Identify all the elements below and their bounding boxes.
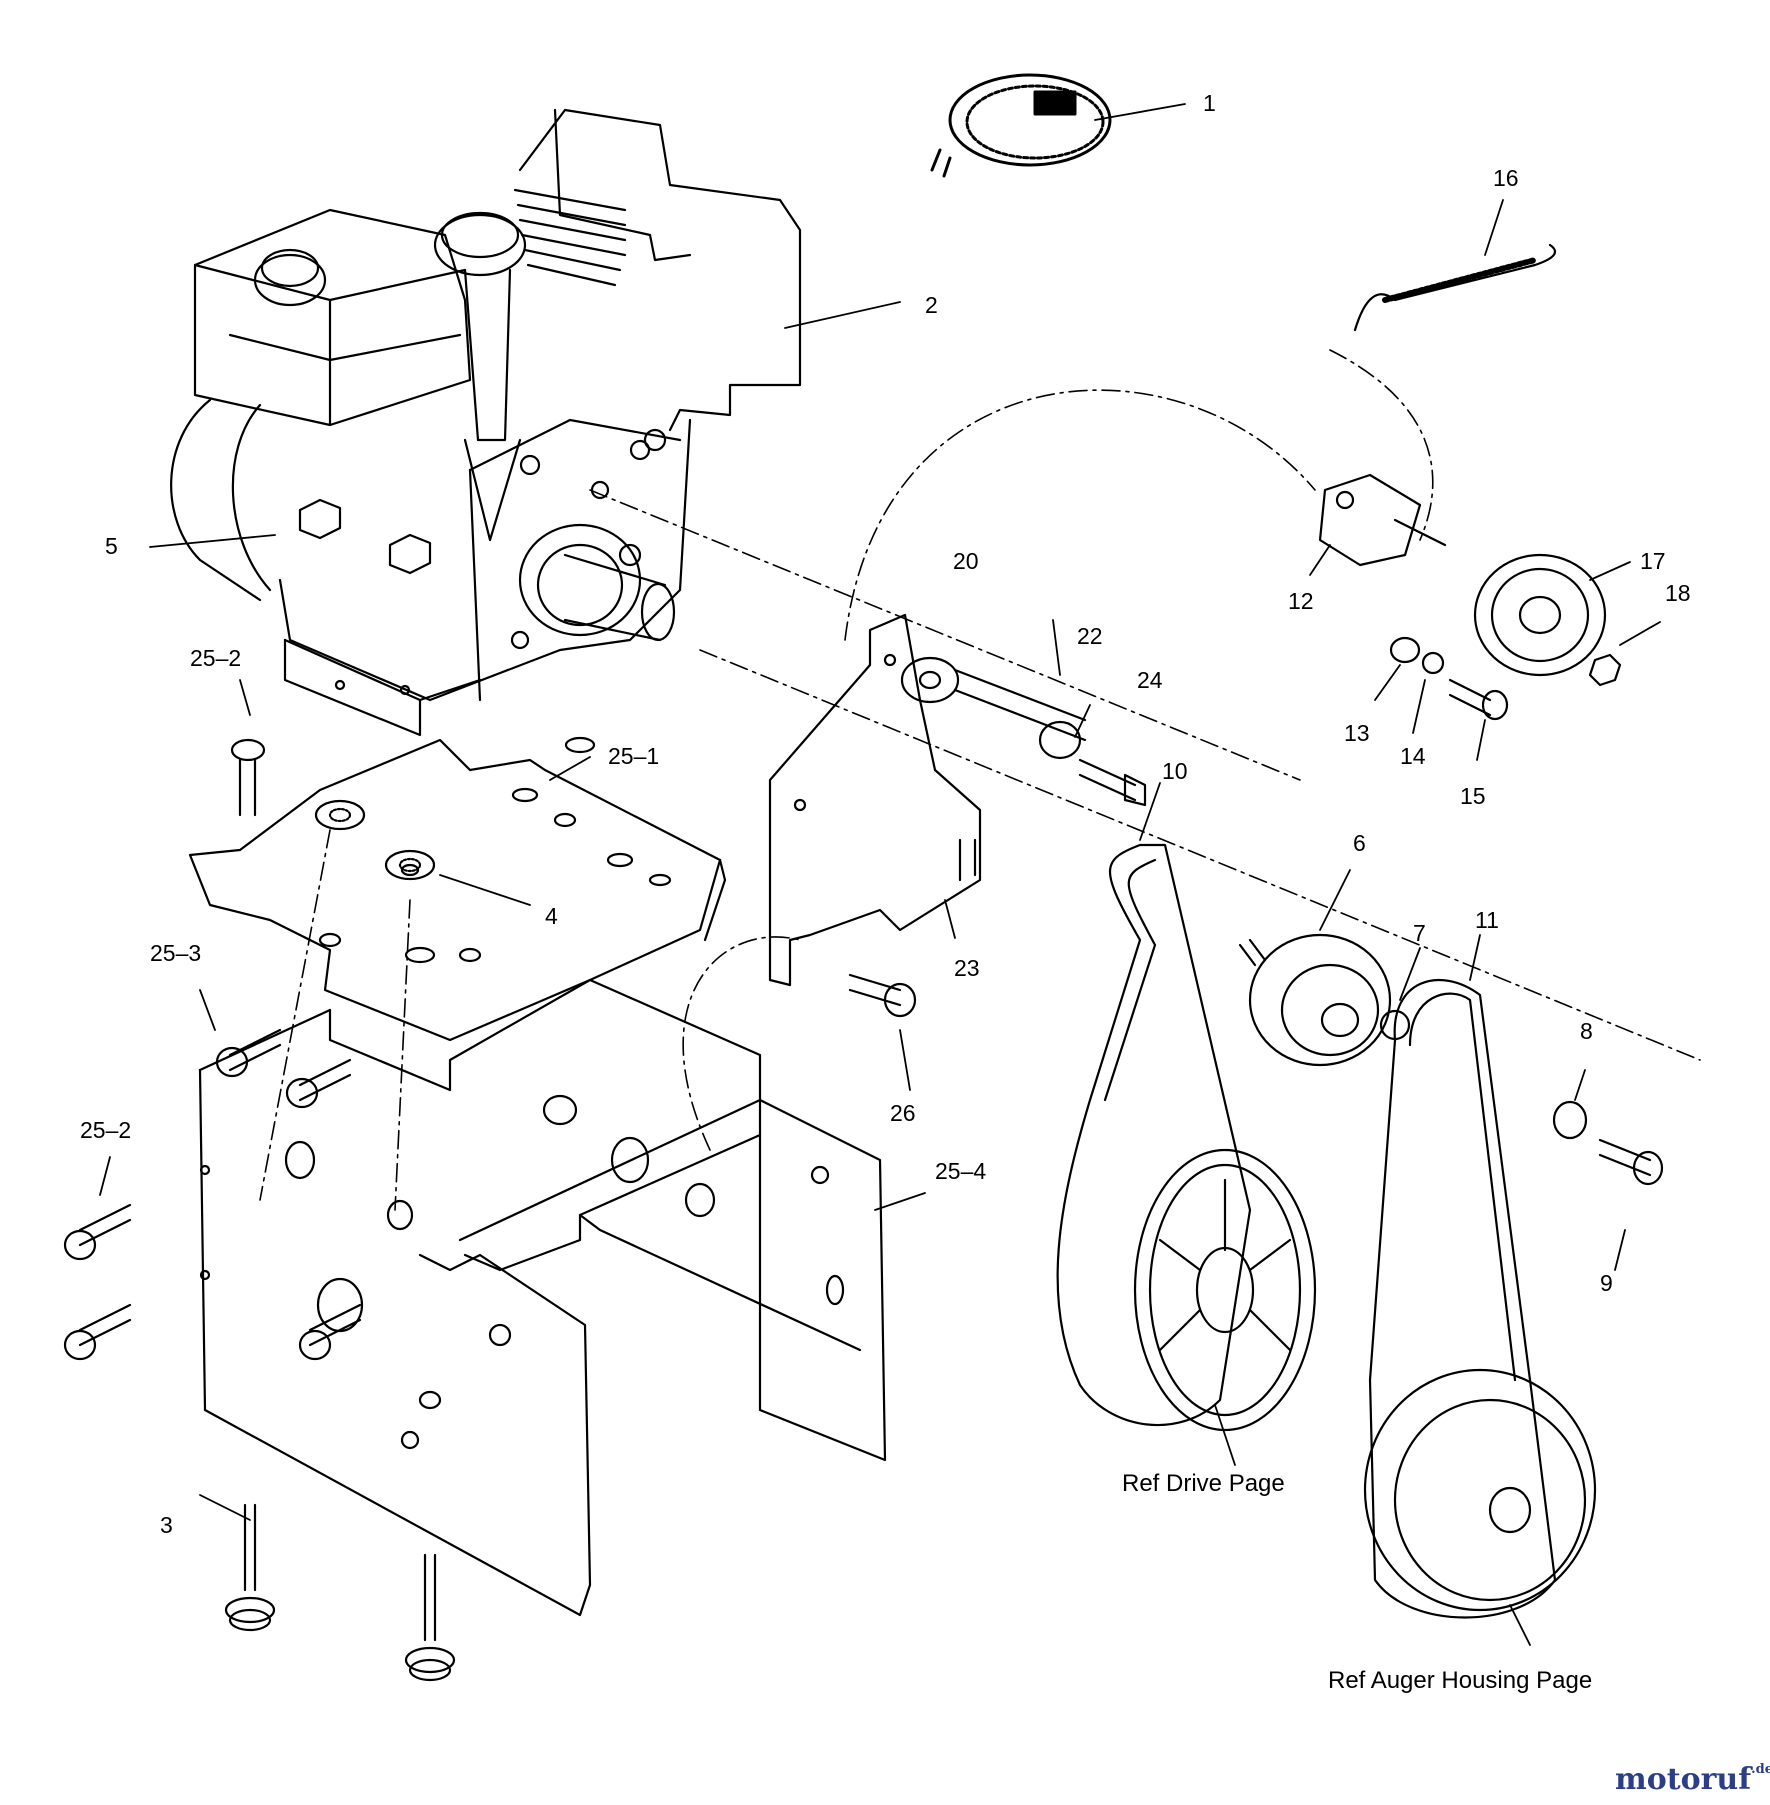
part-label-5: 5 — [105, 533, 118, 559]
frame — [198, 978, 887, 1617]
mounting-plate — [188, 736, 727, 1042]
part-label-25-3: 25–3 — [150, 940, 202, 966]
part-label-17: 17 — [1640, 548, 1666, 574]
idler-pulley — [1318, 243, 1622, 721]
engine — [170, 108, 802, 737]
ref-drive-page: Ref Drive Page — [1122, 1470, 1285, 1497]
part-label-1: 1 — [1203, 90, 1216, 116]
auger-belt-and-pulley — [1363, 978, 1597, 1619]
part-label-25-2-top: 25–2 — [190, 645, 242, 671]
part-label-11: 11 — [1475, 907, 1499, 933]
idler-shaft — [900, 656, 1147, 807]
idler-bracket — [768, 613, 982, 1018]
part-label-23: 23 — [954, 955, 980, 981]
part-label-2: 2 — [925, 292, 938, 318]
part-label-25-1: 25–1 — [608, 743, 660, 769]
watermark-logo: motoruf.de — [1615, 1762, 1770, 1797]
part-label-26: 26 — [890, 1100, 916, 1126]
ref-auger-housing-page: Ref Auger Housing Page — [1328, 1667, 1593, 1694]
part-label-7: 7 — [1413, 920, 1426, 946]
part-label-9: 9 — [1600, 1270, 1613, 1296]
part-label-13: 13 — [1344, 720, 1370, 746]
leader-lines — [99, 103, 1661, 1646]
part-label-4: 4 — [545, 903, 558, 929]
part-label-25-2-left: 25–2 — [80, 1117, 132, 1143]
part-label-6: 6 — [1353, 830, 1366, 856]
part-label-14: 14 — [1400, 743, 1426, 769]
part-label-15: 15 — [1460, 783, 1486, 809]
part-label-25-4: 25–4 — [935, 1158, 987, 1184]
bolts — [63, 738, 456, 1682]
part-label-10: 10 — [1162, 758, 1188, 784]
part-label-24: 24 — [1137, 667, 1163, 693]
part-label-22: 22 — [1077, 623, 1103, 649]
part-label-3: 3 — [160, 1512, 173, 1538]
power-cord — [930, 73, 1112, 178]
part-label-18: 18 — [1665, 580, 1691, 606]
engine-pulley — [1238, 933, 1664, 1186]
centerlines — [259, 349, 1701, 1211]
part-label-8: 8 — [1580, 1018, 1593, 1044]
part-label-12: 12 — [1288, 588, 1314, 614]
part-label-20: 20 — [953, 548, 979, 574]
part-label-16: 16 — [1493, 165, 1519, 191]
drive-belt-and-pulley — [1056, 843, 1317, 1432]
